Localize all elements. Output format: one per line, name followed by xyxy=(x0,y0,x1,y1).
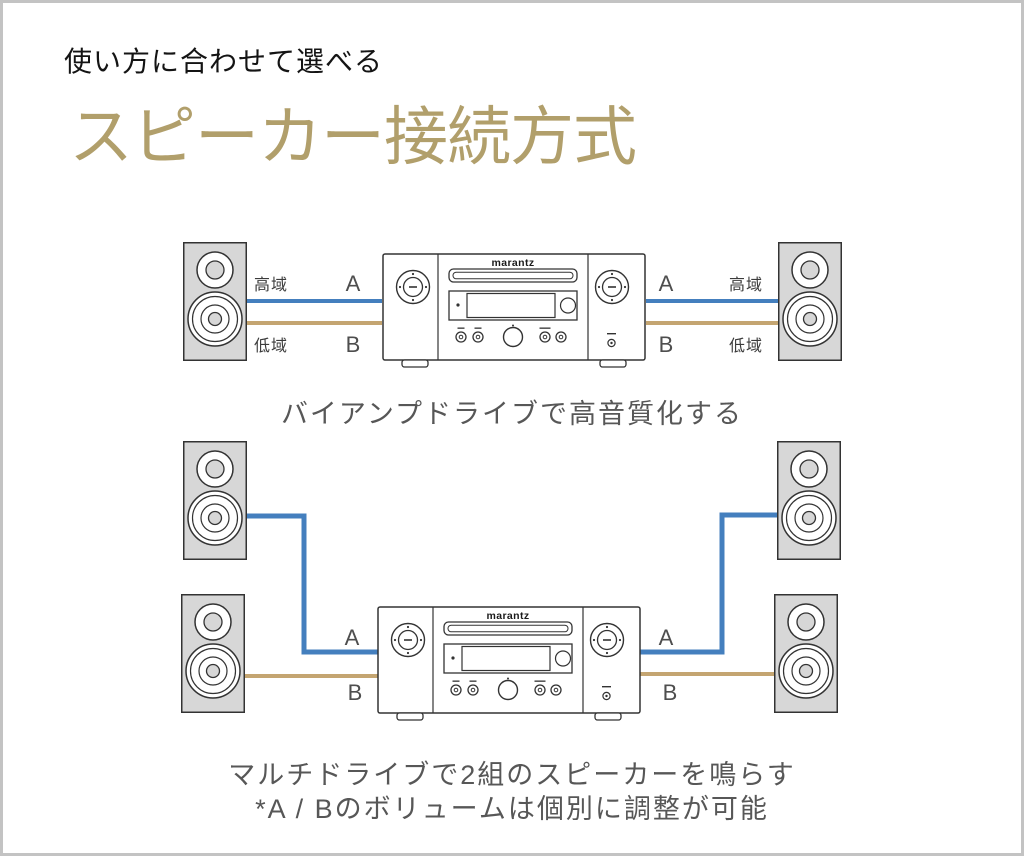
low-range-label-right: 低域 xyxy=(729,337,763,355)
low-range-label-left: 低域 xyxy=(254,337,288,355)
biamp-speaker-right xyxy=(778,242,842,361)
biamp-amplifier xyxy=(382,253,646,368)
multi-speaker-upper-right xyxy=(777,441,841,560)
terminal-a-label-left: A xyxy=(345,625,360,650)
multi-amplifier xyxy=(377,606,641,721)
terminal-a-label-right: A xyxy=(659,271,674,296)
high-range-label-right: 高域 xyxy=(729,276,763,294)
multi-speaker-upper-left xyxy=(183,441,247,560)
terminal-b-label-right: B xyxy=(663,680,678,705)
biamp-caption: バイアンプドライブで高音質化する xyxy=(280,399,744,429)
cable-a-right xyxy=(640,512,778,655)
multidrive-caption: マルチドライブで2組のスピーカーを鳴らす *A / Bのボリュームは個別に調整が… xyxy=(0,758,1024,826)
multi-speaker-lower-left xyxy=(181,594,245,713)
cable-a-left xyxy=(247,513,378,655)
terminal-b-label-left: B xyxy=(346,332,361,357)
page-subtitle: 使い方に合わせて選べる xyxy=(64,47,384,78)
page-title: スピーカー接続方式 xyxy=(69,102,637,173)
multidrive-diagram: A B A B xyxy=(181,441,841,721)
biamp-diagram: 高域 A 低域 B A 高域 B 低域 xyxy=(183,242,842,368)
terminal-b-label-right: B xyxy=(659,332,674,357)
multidrive-caption-line2: *A / Bのボリュームは個別に調整が可能 xyxy=(255,794,769,824)
multidrive-caption-line1: マルチドライブで2組のスピーカーを鳴らす xyxy=(228,760,796,790)
terminal-b-label-left: B xyxy=(348,680,363,705)
multi-speaker-lower-right xyxy=(774,594,838,713)
terminal-a-label-right: A xyxy=(659,625,674,650)
terminal-a-label-left: A xyxy=(346,271,361,296)
high-range-label-left: 高域 xyxy=(254,276,288,294)
biamp-speaker-left xyxy=(183,242,247,361)
